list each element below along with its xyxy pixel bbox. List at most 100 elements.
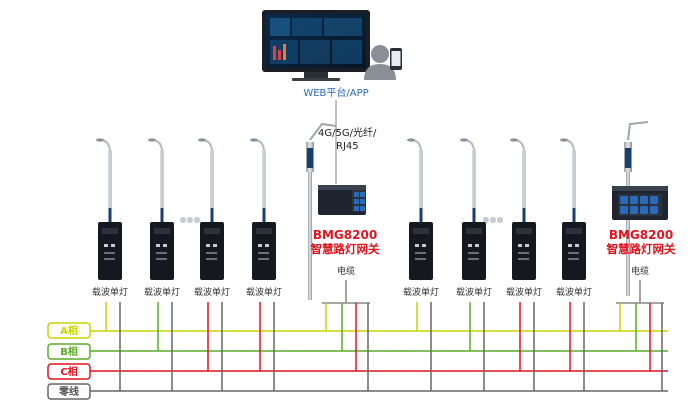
lamp-unit: 载波单灯 — [246, 138, 282, 391]
lamp-head — [560, 138, 568, 142]
lamp-unit: 载波单灯 — [144, 138, 180, 391]
controller-led — [213, 244, 217, 247]
lamp-pole — [522, 150, 526, 222]
controller-led — [468, 244, 472, 247]
lamp-pole — [108, 150, 112, 222]
carrier-controller — [562, 222, 586, 280]
lamp-head — [198, 138, 206, 142]
controller-slot — [104, 252, 115, 254]
lamp-pole — [160, 150, 164, 222]
lamp-head — [96, 138, 104, 142]
controller-slot — [415, 252, 426, 254]
carrier-controller — [150, 222, 174, 280]
carrier-controller — [512, 222, 536, 280]
ellipsis-right: ●●● — [483, 215, 504, 224]
phase-label-n-text: 零线 — [58, 385, 79, 398]
carrier-controller — [252, 222, 276, 280]
lamp-head — [460, 138, 468, 142]
lamp-pole — [210, 150, 214, 222]
lamp-unit: 载波单灯 — [194, 138, 230, 391]
controller-label: 载波单灯 — [403, 286, 439, 298]
controller-led — [265, 244, 269, 247]
phase-label-a: A相 — [47, 322, 91, 339]
controller-slot — [568, 252, 579, 254]
cable-label-left: 电缆 — [337, 265, 355, 277]
lamp-head — [148, 138, 156, 142]
lamp-group: 载波单灯载波单灯载波单灯载波单灯载波单灯载波单灯载波单灯载波单灯 — [92, 138, 592, 391]
controller-led — [156, 244, 160, 247]
controller-label: 载波单灯 — [246, 286, 282, 298]
lamp-unit: 载波单灯 — [556, 138, 592, 391]
user-icon — [364, 45, 396, 80]
controller-led — [422, 244, 426, 247]
cable-label-right: 电缆 — [631, 265, 649, 277]
controller-label: 载波单灯 — [456, 286, 492, 298]
controller-label: 载波单灯 — [194, 286, 230, 298]
controller-panel — [154, 228, 170, 234]
controller-led — [258, 244, 262, 247]
controller-slot — [104, 258, 115, 260]
carrier-controller — [200, 222, 224, 280]
pole-band — [160, 208, 164, 222]
controller-slot — [518, 258, 529, 260]
phase-label-c: C相 — [47, 363, 91, 380]
gateway-bracket-right — [616, 302, 664, 391]
pole-band — [108, 208, 112, 222]
lamp-unit: 载波单灯 — [456, 138, 492, 391]
gateway-pole-left — [306, 122, 337, 300]
controller-led — [475, 244, 479, 247]
controller-led — [518, 244, 522, 247]
phase-label-a-text: A相 — [60, 324, 78, 337]
controller-slot — [206, 252, 217, 254]
pole-band — [210, 208, 214, 222]
controller-led — [111, 244, 115, 247]
phone-icon — [390, 48, 402, 70]
controller-panel — [516, 228, 532, 234]
lamp-pole — [572, 150, 576, 222]
controller-label: 载波单灯 — [92, 286, 128, 298]
carrier-controller — [462, 222, 486, 280]
uplink-label-line2: RJ45 — [336, 141, 359, 152]
phase-label-b-text: B相 — [60, 345, 78, 358]
controller-slot — [156, 252, 167, 254]
uplink-label-line1: 4G/5G/光纤/ — [318, 126, 377, 139]
controller-slot — [518, 252, 529, 254]
lamp-head — [510, 138, 518, 142]
lamp-head — [250, 138, 258, 142]
controller-slot — [415, 258, 426, 260]
controller-slot — [258, 252, 269, 254]
pole-band — [572, 208, 576, 222]
lamp-unit: 载波单灯 — [403, 138, 439, 391]
pole-band — [419, 208, 423, 222]
phase-label-n: 零线 — [47, 383, 91, 400]
lamp-pole — [262, 150, 266, 222]
lamp-head — [407, 138, 415, 142]
controller-panel — [466, 228, 482, 234]
carrier-controller — [409, 222, 433, 280]
controller-led — [415, 244, 419, 247]
controller-led — [568, 244, 572, 247]
controller-label: 载波单灯 — [144, 286, 180, 298]
gateway-name-right: 智慧路灯网关 — [607, 242, 676, 256]
pole-band — [522, 208, 526, 222]
monitor-icon — [262, 10, 370, 81]
gateway-device-right — [612, 186, 668, 220]
controller-slot — [568, 258, 579, 260]
controller-panel — [102, 228, 118, 234]
gateway-name-left: 智慧路灯网关 — [311, 242, 380, 256]
gateway-model-right: BMG8200 — [609, 228, 673, 242]
controller-led — [525, 244, 529, 247]
carrier-controller — [98, 222, 122, 280]
controller-slot — [156, 258, 167, 260]
lamp-unit: 载波单灯 — [92, 138, 128, 391]
controller-panel — [566, 228, 582, 234]
controller-led — [575, 244, 579, 247]
gateway-model-left: BMG8200 — [313, 228, 377, 242]
pole-band — [262, 208, 266, 222]
controller-led — [104, 244, 108, 247]
phase-label-c-text: C相 — [60, 365, 77, 378]
lamp-pole — [472, 150, 476, 222]
phase-label-b: B相 — [47, 343, 91, 360]
lamp-unit: 载波单灯 — [506, 138, 542, 391]
